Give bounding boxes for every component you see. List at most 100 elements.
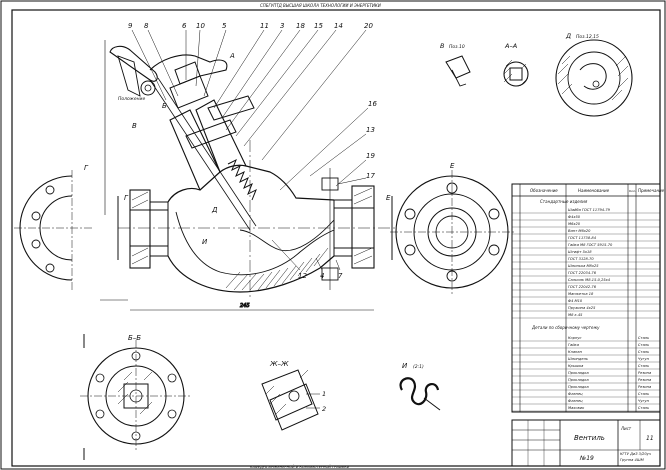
view-d-detail: Д Поз.12,15: [555, 32, 633, 117]
spec-standard-item: М6х20: [568, 222, 581, 226]
view-d-scale: Поз.12,15: [576, 34, 599, 40]
spec-standard-item: Ф4х50: [568, 215, 581, 219]
spec-header-designation: Обозначение: [530, 188, 558, 193]
inner-frame: [11, 9, 661, 467]
specification-table: Обозначение Наименование Кол. Примечание…: [511, 183, 665, 413]
callout-5: 5: [222, 22, 227, 30]
view-bb-title: Б–Б: [128, 334, 141, 342]
view-zz-num-2: 2: [322, 405, 326, 413]
view-v-scale: Поз.10: [449, 44, 465, 50]
callout-17: 17: [366, 172, 375, 180]
spec-standard-item: Манжетка 18: [568, 292, 594, 296]
section-mark-a: A: [229, 52, 235, 60]
spec-standard-item: ГОСТ 11738-84: [568, 236, 597, 240]
view-d-title: Д: [565, 32, 571, 40]
main-section-view: 245: [100, 29, 395, 311]
spec-part-name: Клапан: [568, 350, 583, 354]
spec-standard-item: М8 к.45: [568, 313, 583, 317]
spec-part-material: Сталь: [638, 336, 649, 340]
spec-standard-item: ГОСТ 22042-76: [568, 285, 597, 289]
spec-standard-item: Штифт 5х18: [568, 250, 592, 254]
callout-10: 10: [196, 22, 205, 30]
callout-7: 7: [338, 272, 343, 280]
view-g-flange: Г: [14, 164, 92, 290]
handwheel-note: Положение: [118, 96, 145, 102]
view-mark-d: Д: [211, 206, 218, 214]
spec-standard-item: Винт М6х20: [568, 229, 591, 233]
view-mark-v: В: [132, 122, 137, 130]
spec-part-material: Сталь: [638, 392, 649, 396]
view-i-detail: И (2:1): [399, 362, 441, 411]
spec-part-material: Резина: [638, 371, 651, 375]
bottom-stamp: КАФЕДРА ИНЖЕНЕРНОЙ И КОМПЬЮТЕРНОЙ ГРАФИК…: [250, 464, 350, 469]
spec-standard-item: Ф4 М10: [568, 299, 583, 303]
callout-12: 12: [298, 272, 307, 280]
title-group: Группа 4ШМ: [620, 458, 644, 462]
dimension-length: 245: [240, 303, 250, 309]
view-g-title: Г: [84, 164, 89, 172]
title-sheet-number: 11: [646, 435, 654, 442]
spec-standard-item: Пружина 4х25: [568, 306, 596, 310]
spec-standard-item: Шпилька М8х25: [568, 264, 599, 268]
spec-part-material: Чугун: [638, 357, 650, 361]
view-mark-g: Г: [124, 194, 129, 202]
view-v-detail: В Поз.10: [440, 42, 471, 87]
spec-part-material: Резина: [638, 378, 651, 382]
spec-part-name: Фланец: [568, 392, 583, 396]
spec-part-name: Фланец: [568, 399, 583, 403]
callout-19: 19: [366, 152, 375, 160]
callout-18: 18: [296, 22, 305, 30]
spec-standard-item: Шайба ГОСТ 11794-79: [568, 208, 611, 212]
view-aa-title: А–А: [504, 42, 517, 50]
title-doc-number: №19: [579, 455, 594, 462]
spec-part-material: Сталь: [638, 343, 649, 347]
callout-9: 9: [128, 22, 133, 30]
view-e-flange: Е: [390, 162, 514, 294]
spec-part-material: Резина: [638, 385, 651, 389]
spec-part-name: Прокладка: [568, 385, 589, 389]
view-e-title: Е: [450, 162, 455, 170]
view-aa-section: А–А: [503, 42, 529, 87]
view-i-scale: (2:1): [413, 364, 424, 370]
callout-labels: 9 8 6 10 5 11 3 18 15 14 20 16 13 19 17 …: [118, 22, 391, 280]
spec-section-parts: Детали по сборочному чертежу: [531, 325, 600, 330]
callout-13: 13: [366, 126, 375, 134]
title-sheet-word: Лист: [620, 426, 632, 431]
detail-mark-i: И: [202, 238, 208, 246]
title-name: Вентиль: [574, 434, 605, 442]
callout-4: 4: [320, 272, 324, 280]
callout-14: 14: [334, 22, 343, 30]
spec-part-name: Прокладка: [568, 378, 589, 382]
view-mark-e: Е: [386, 194, 391, 202]
spec-part-material: Сталь: [638, 350, 649, 354]
spec-standard-item: Сальник М8-15-0,25х4: [568, 278, 611, 282]
top-stamp: СПБГУПТД ВЫСШАЯ ШКОЛА ТЕХНОЛОГИИ И ЭНЕРГ…: [260, 3, 381, 8]
spec-part-material: Чугун: [638, 399, 650, 403]
callout-16: 16: [368, 100, 377, 108]
spec-part-material: Сталь: [638, 364, 649, 368]
spec-part-name: Крышка: [568, 364, 583, 368]
spec-part-name: Маховик: [568, 406, 585, 410]
view-v-title: В: [440, 42, 445, 50]
callout-15: 15: [314, 22, 323, 30]
spec-header-name: Наименование: [578, 188, 610, 193]
spec-part-name: Шпиндель: [568, 357, 588, 361]
spec-part-name: Гайка: [568, 343, 579, 347]
spec-standard-item: ГОСТ 3128-70: [568, 257, 594, 261]
spec-part-name: Корпус: [568, 336, 582, 340]
callout-3: 3: [280, 22, 284, 30]
spec-section-standard: Стандартные изделия: [540, 199, 588, 204]
callout-8: 8: [144, 22, 149, 30]
callout-20: 20: [364, 22, 373, 30]
title-block: Вентиль №19 КГТУ ДиЗ 3/20уч Группа 4ШМ Л…: [511, 419, 661, 467]
callout-6: 6: [182, 22, 187, 30]
view-zz-section: Ж–Ж 1 2: [261, 360, 326, 431]
title-org: КГТУ ДиЗ 3/20уч: [620, 452, 651, 456]
spec-header-note: Примечание: [638, 188, 665, 193]
spec-standard-item: ГОСТ 22034-76: [568, 271, 597, 275]
